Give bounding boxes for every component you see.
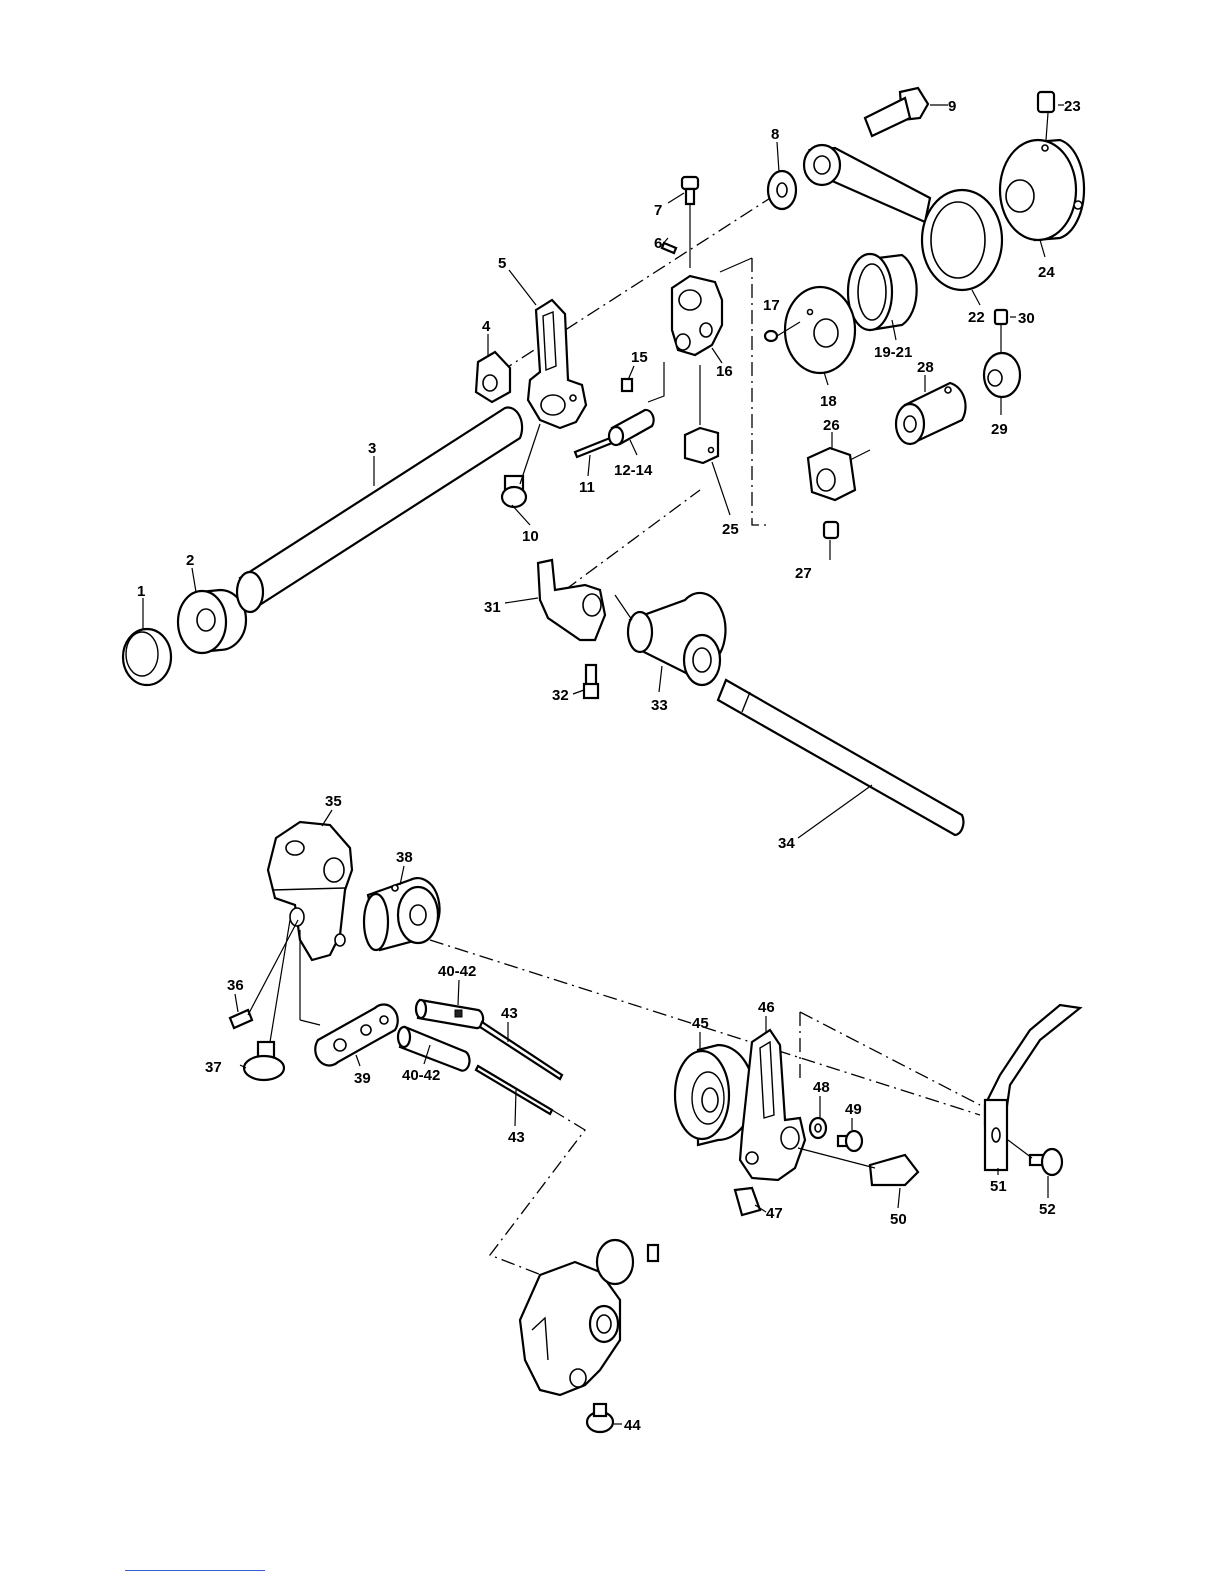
part-51-looper[interactable] <box>985 1005 1080 1170</box>
callout-50: 50 <box>890 1211 907 1228</box>
part-17-screw[interactable] <box>765 331 777 341</box>
part-15-set-screw[interactable] <box>622 379 632 391</box>
callout-34: 34 <box>778 835 795 852</box>
callout-33: 33 <box>651 697 668 714</box>
part-9-stud[interactable] <box>865 88 928 136</box>
part-26-clamp[interactable] <box>808 448 855 500</box>
part-28-bushing[interactable] <box>896 383 966 444</box>
part-12-14-sleeve[interactable] <box>609 410 654 445</box>
callout-15: 15 <box>631 349 648 366</box>
callout-49: 49 <box>845 1101 862 1118</box>
part-10-screw[interactable] <box>502 476 526 507</box>
callout-3: 3 <box>368 440 376 457</box>
callout-17: 17 <box>763 297 780 314</box>
callout-27: 27 <box>795 565 812 582</box>
part-48-washer[interactable] <box>810 1118 826 1138</box>
part-43-needle-upper[interactable] <box>480 1022 562 1079</box>
callout-37: 37 <box>205 1059 222 1076</box>
callout-38: 38 <box>396 849 413 866</box>
callout-2: 2 <box>186 552 194 569</box>
part-34-shaft[interactable] <box>718 680 963 835</box>
callout-46: 46 <box>758 999 775 1016</box>
part-40-42-pin-upper[interactable] <box>416 1000 483 1028</box>
callout-30: 30 <box>1018 310 1035 327</box>
part-50-stud[interactable] <box>870 1155 918 1185</box>
footer-link-underline[interactable] <box>125 1570 265 1571</box>
part-32-screw[interactable] <box>584 665 598 698</box>
callout-22: 22 <box>968 309 985 326</box>
part-49-screw[interactable] <box>838 1131 862 1151</box>
part-5-crank-arm[interactable] <box>528 300 586 428</box>
part-1-cap[interactable] <box>123 629 171 685</box>
leader-lines-lower <box>235 810 1048 1424</box>
callout-11: 11 <box>579 479 595 496</box>
part-8-washer[interactable] <box>768 171 796 209</box>
callout-44: 44 <box>624 1417 641 1434</box>
part-2-bushing[interactable] <box>178 590 246 653</box>
callout-40-42-lower: 40-42 <box>402 1067 440 1084</box>
part-7-screw[interactable] <box>682 177 698 204</box>
part-30-set-screw[interactable] <box>995 310 1007 324</box>
part-35-lever-body[interactable] <box>268 822 352 960</box>
callout-24: 24 <box>1038 264 1055 281</box>
callout-52: 52 <box>1039 1201 1056 1218</box>
callout-6: 6 <box>654 235 662 252</box>
part-44-needle-bar-bracket[interactable] <box>520 1240 658 1395</box>
callout-4: 4 <box>482 318 491 335</box>
part-23-set-screw[interactable] <box>1038 92 1054 112</box>
callout-32: 32 <box>552 687 569 704</box>
part-44-screw[interactable] <box>587 1404 613 1432</box>
part-18-disc[interactable] <box>785 287 855 373</box>
callout-labels: 1 2 3 4 5 6 7 8 9 10 11 12-14 15 16 17 1… <box>137 98 1081 1434</box>
part-40-42-pin-lower[interactable] <box>398 1027 469 1071</box>
part-24-eccentric[interactable] <box>1000 140 1084 240</box>
callout-28: 28 <box>917 359 934 376</box>
part-43-needle-lower[interactable] <box>476 1066 552 1114</box>
callout-47: 47 <box>766 1205 783 1222</box>
callout-35: 35 <box>325 793 342 810</box>
callout-10: 10 <box>522 528 539 545</box>
callout-18: 18 <box>820 393 837 410</box>
callout-9: 9 <box>948 98 956 115</box>
callout-40-42-upper: 40-42 <box>438 963 476 980</box>
part-16-link-block[interactable] <box>672 276 722 355</box>
part-31-fork[interactable] <box>538 560 605 640</box>
part-37-cap-screw[interactable] <box>244 1042 284 1080</box>
callout-12-14: 12-14 <box>614 462 653 479</box>
callout-7: 7 <box>654 202 662 219</box>
callout-19-21: 19-21 <box>874 344 912 361</box>
part-3-shaft[interactable] <box>237 408 522 612</box>
part-52-screw[interactable] <box>1030 1149 1062 1175</box>
callout-43-upper: 43 <box>501 1005 518 1022</box>
callout-43-lower: 43 <box>508 1129 525 1146</box>
part-29-collar[interactable] <box>984 353 1020 397</box>
callout-39: 39 <box>354 1070 371 1087</box>
callout-36: 36 <box>227 977 244 994</box>
part-25-block[interactable] <box>685 428 718 463</box>
callout-25: 25 <box>722 521 739 538</box>
part-4-collar[interactable] <box>476 352 510 402</box>
callout-8: 8 <box>771 126 779 143</box>
part-38-bushing[interactable] <box>364 878 440 950</box>
part-46-crank-lever[interactable] <box>740 1030 805 1180</box>
callout-1: 1 <box>137 583 145 600</box>
callout-23: 23 <box>1064 98 1081 115</box>
callout-26: 26 <box>823 417 840 434</box>
part-47-plate[interactable] <box>735 1188 760 1215</box>
part-27-set-screw[interactable] <box>824 522 838 538</box>
callout-31: 31 <box>484 599 501 616</box>
callout-51: 51 <box>990 1178 1007 1195</box>
callout-16: 16 <box>716 363 733 380</box>
part-33-sleeve[interactable] <box>628 593 725 685</box>
callout-48: 48 <box>813 1079 830 1096</box>
callout-45: 45 <box>692 1015 709 1032</box>
part-6-spring[interactable] <box>662 243 676 253</box>
callout-5: 5 <box>498 255 506 272</box>
part-19-21-bearing[interactable] <box>848 254 917 330</box>
callout-29: 29 <box>991 421 1008 438</box>
